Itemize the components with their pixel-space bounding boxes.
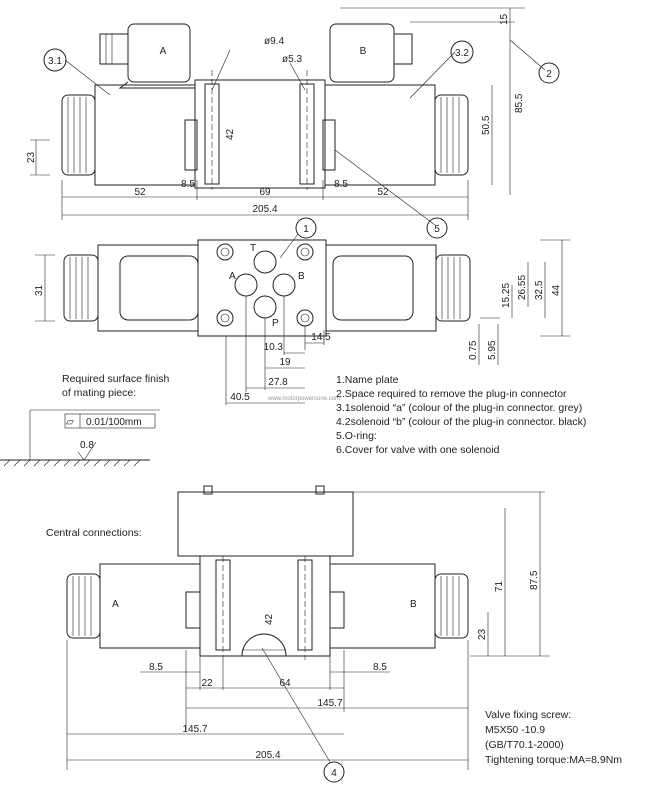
balloon-4: 4 bbox=[331, 768, 337, 779]
dim-87-5: 87.5 bbox=[529, 570, 540, 590]
flatness-symbol: ⏥ bbox=[66, 417, 74, 428]
dim-145-7-right: 145.7 bbox=[317, 698, 342, 709]
plan-right-solenoid bbox=[325, 244, 437, 332]
dim-8-5-front-left: 8.5 bbox=[149, 662, 163, 673]
dim-42-top: 42 bbox=[225, 128, 236, 140]
fixing-line-3: (GB/T70.1-2000) bbox=[485, 739, 564, 751]
dim-52-right: 52 bbox=[377, 187, 389, 198]
front-top-cover bbox=[177, 491, 354, 557]
dim-14-5: 14.5 bbox=[311, 332, 331, 343]
surface-finish-title-2: of mating piece: bbox=[62, 387, 137, 399]
solenoid-letter-a: A bbox=[160, 46, 167, 57]
right-coil-knurl bbox=[434, 94, 469, 176]
note-item: 5.O-ring: bbox=[336, 430, 377, 442]
dim-8-5-left: 8.5 bbox=[181, 179, 195, 190]
roughness-value: 0.8 bbox=[80, 440, 94, 451]
plan-left-solenoid bbox=[97, 244, 199, 332]
left-connector-gland bbox=[99, 33, 129, 65]
valve-body bbox=[194, 79, 326, 189]
top-elevation-view: 3.1 3.2 2 5 A B ø9.4 ø5.3 42 23 52 8.5 6… bbox=[26, 7, 560, 239]
dim-10-3: 10.3 bbox=[264, 342, 284, 353]
front-right-solenoid bbox=[329, 563, 436, 649]
port-t bbox=[253, 250, 277, 274]
port-label-t: T bbox=[250, 243, 256, 254]
dim-205-4-front: 205.4 bbox=[255, 750, 280, 761]
dim-23-front: 23 bbox=[477, 628, 488, 640]
o-ring-right bbox=[322, 119, 336, 171]
dim-26-55: 26.55 bbox=[517, 275, 528, 300]
left-solenoid-body bbox=[94, 84, 196, 186]
dim-32-5: 32.5 bbox=[534, 280, 545, 300]
dim-205-4-top: 205.4 bbox=[252, 204, 277, 215]
dim-69: 69 bbox=[259, 187, 271, 198]
fixing-line-1: Valve fixing screw: bbox=[485, 709, 572, 721]
fixing-line-2: M5X50 -10.9 bbox=[485, 724, 546, 736]
dim-145-7-left: 145.7 bbox=[182, 724, 207, 735]
dim-22: 22 bbox=[201, 678, 213, 689]
fixing-line-4: Tightening torque:MA=8.9Nm bbox=[485, 754, 623, 766]
port-p bbox=[253, 295, 277, 319]
flatness-tolerance: 0.01/100mm bbox=[86, 417, 142, 428]
dim-40-5: 40.5 bbox=[230, 392, 250, 403]
balloon-5: 5 bbox=[434, 224, 440, 235]
note-item: 1.Name plate bbox=[336, 374, 399, 386]
balloon-2: 2 bbox=[546, 69, 552, 80]
port-label-a: A bbox=[229, 271, 236, 282]
port-label-b: B bbox=[298, 271, 305, 282]
dim-31: 31 bbox=[34, 284, 45, 296]
dim-64: 64 bbox=[279, 678, 291, 689]
port-a bbox=[234, 273, 258, 297]
surface-finish-symbol: 0.01/100mm ⏥ 0.8 bbox=[0, 409, 160, 467]
dim-0-75: 0.75 bbox=[468, 340, 479, 360]
dim-8-5-right: 8.5 bbox=[334, 179, 348, 190]
central-connections-heading: Central connections: bbox=[46, 527, 142, 539]
dim-27-8: 27.8 bbox=[268, 377, 288, 388]
dim-42-front: 42 bbox=[264, 613, 275, 625]
dim-85-5: 85.5 bbox=[514, 93, 525, 113]
dim-8-5-front-right: 8.5 bbox=[373, 662, 387, 673]
note-item: 2.Space required to remove the plug-in c… bbox=[336, 388, 567, 400]
dim-71: 71 bbox=[494, 580, 505, 592]
dim-15-25: 15.25 bbox=[501, 283, 512, 308]
right-solenoid-body bbox=[324, 84, 436, 186]
right-connector-gland bbox=[393, 33, 413, 65]
front-valve-body bbox=[199, 555, 331, 657]
balloon-3-1: 3.1 bbox=[48, 56, 62, 67]
note-item: 4.2solenoid “b” (colour of the plug-in c… bbox=[336, 416, 587, 428]
front-view: A B 42 87.5 71 23 8.5 8.5 22 64 145.7 14… bbox=[66, 485, 550, 783]
dim-15: 15 bbox=[499, 13, 510, 25]
port-label-p: P bbox=[272, 318, 279, 329]
note-item: 6.Cover for valve with one solenoid bbox=[336, 444, 500, 456]
dim-dia-9-4: ø9.4 bbox=[264, 36, 284, 47]
dim-50-5: 50.5 bbox=[481, 115, 492, 135]
left-coil-knurl bbox=[61, 94, 96, 176]
dim-52-left: 52 bbox=[134, 187, 146, 198]
dim-dia-5-3: ø5.3 bbox=[282, 54, 302, 65]
plan-view: T A B P 1 31 44 32.5 26.55 15.25 0.75 5.… bbox=[34, 217, 570, 405]
surface-finish-title-1: Required surface finish bbox=[62, 373, 170, 385]
dim-19: 19 bbox=[279, 357, 291, 368]
o-ring-left bbox=[184, 119, 198, 171]
port-b bbox=[272, 273, 296, 297]
watermark: www.motorpowersone.com bbox=[267, 396, 340, 402]
balloon-3-2: 3.2 bbox=[455, 48, 469, 59]
solenoid-letter-b: B bbox=[360, 46, 367, 57]
dim-5-95: 5.95 bbox=[487, 340, 498, 360]
dim-23-top: 23 bbox=[26, 151, 37, 163]
note-item: 3.1solenoid “a” (colour of the plug-in c… bbox=[336, 402, 583, 414]
dim-44: 44 bbox=[551, 284, 562, 296]
side-label-a: A bbox=[112, 599, 119, 610]
balloon-1: 1 bbox=[303, 224, 309, 235]
side-label-b: B bbox=[410, 599, 417, 610]
